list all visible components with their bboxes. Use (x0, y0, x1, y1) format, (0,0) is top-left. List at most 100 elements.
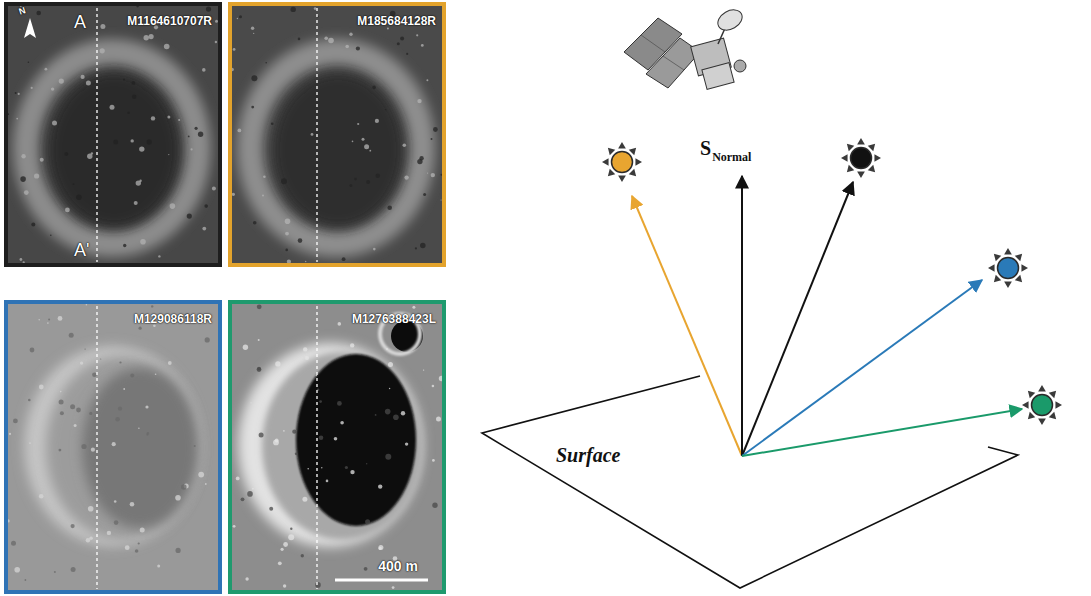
small-crater (290, 528, 292, 530)
small-crater (21, 154, 25, 158)
vector-symbol: S (700, 137, 711, 160)
small-crater (349, 184, 352, 187)
small-crater (188, 136, 190, 138)
illumination-vector (742, 409, 1022, 456)
sun-icon (988, 248, 1028, 288)
small-crater (362, 138, 365, 141)
small-crater (18, 93, 20, 95)
small-crater (252, 488, 254, 490)
small-crater (369, 150, 371, 152)
small-crater (251, 27, 254, 30)
small-crater (232, 68, 234, 72)
small-crater (253, 221, 257, 225)
small-crater (283, 430, 285, 432)
small-crater (151, 116, 155, 120)
normal-vector (741, 176, 743, 456)
small-crater (273, 440, 279, 446)
small-crater (259, 432, 264, 437)
small-crater (262, 195, 264, 197)
small-crater (366, 463, 367, 464)
small-crater (107, 531, 111, 535)
small-crater (295, 452, 298, 455)
small-crater (321, 467, 322, 468)
small-crater (20, 258, 23, 261)
small-crater (23, 261, 25, 263)
illumination-vector (632, 196, 742, 456)
small-crater (431, 173, 435, 177)
small-crater (130, 373, 134, 377)
small-crater (100, 24, 105, 29)
small-crater (427, 173, 428, 174)
small-crater (281, 548, 284, 551)
small-crater (65, 208, 70, 213)
small-crater (205, 337, 210, 342)
small-crater (206, 7, 211, 12)
small-crater (364, 567, 368, 571)
small-crater (436, 417, 441, 422)
small-crater (385, 409, 391, 415)
small-crater (81, 75, 85, 79)
small-crater (100, 358, 101, 359)
small-crater (155, 373, 157, 375)
small-crater (250, 402, 251, 403)
small-crater (147, 432, 150, 435)
small-crater (157, 564, 160, 567)
small-crater (431, 138, 433, 140)
small-crater (20, 176, 26, 182)
small-crater (349, 33, 352, 36)
small-crater (419, 156, 423, 160)
small-crater (86, 538, 90, 542)
small-crater (275, 361, 280, 366)
small-crater (420, 243, 426, 249)
small-crater (47, 322, 49, 324)
small-crater (25, 579, 27, 581)
small-crater (392, 586, 395, 589)
small-crater (253, 33, 254, 34)
sun-icon (1022, 385, 1062, 425)
small-crater (132, 95, 137, 100)
small-crater (138, 542, 140, 544)
small-crater (114, 520, 119, 525)
small-crater (243, 345, 248, 350)
small-crater (45, 68, 48, 71)
small-crater (232, 193, 235, 196)
small-crater (164, 44, 170, 50)
small-crater (233, 525, 236, 528)
small-crater (52, 121, 57, 126)
small-crater (71, 567, 76, 572)
image-id: M185684128R (357, 14, 436, 28)
small-crater (265, 62, 267, 64)
small-crater (417, 99, 421, 103)
small-crater (176, 548, 181, 553)
sun-icon (602, 142, 642, 182)
small-crater (378, 545, 383, 550)
small-crater (70, 404, 75, 409)
small-crater (303, 347, 307, 351)
small-crater (426, 79, 428, 81)
small-crater (338, 322, 342, 326)
small-crater (257, 367, 261, 371)
small-crater (88, 506, 94, 512)
small-crater (123, 78, 125, 80)
small-crater (36, 11, 41, 16)
small-crater (388, 362, 393, 367)
crater-image (232, 304, 442, 590)
small-crater (110, 105, 115, 110)
small-crater (271, 123, 274, 126)
small-crater (39, 319, 40, 320)
small-crater (328, 38, 334, 44)
small-crater (34, 173, 39, 178)
small-crater (87, 154, 92, 159)
small-crater (401, 411, 405, 415)
small-crater (386, 348, 388, 350)
small-crater (212, 187, 216, 191)
small-crater (115, 417, 120, 422)
small-crater (305, 356, 309, 360)
small-crater (113, 140, 118, 145)
small-crater (233, 48, 236, 51)
small-crater (28, 399, 31, 402)
small-crater (130, 502, 135, 507)
small-crater (48, 319, 50, 321)
small-crater (11, 541, 16, 546)
small-crater (28, 62, 30, 64)
